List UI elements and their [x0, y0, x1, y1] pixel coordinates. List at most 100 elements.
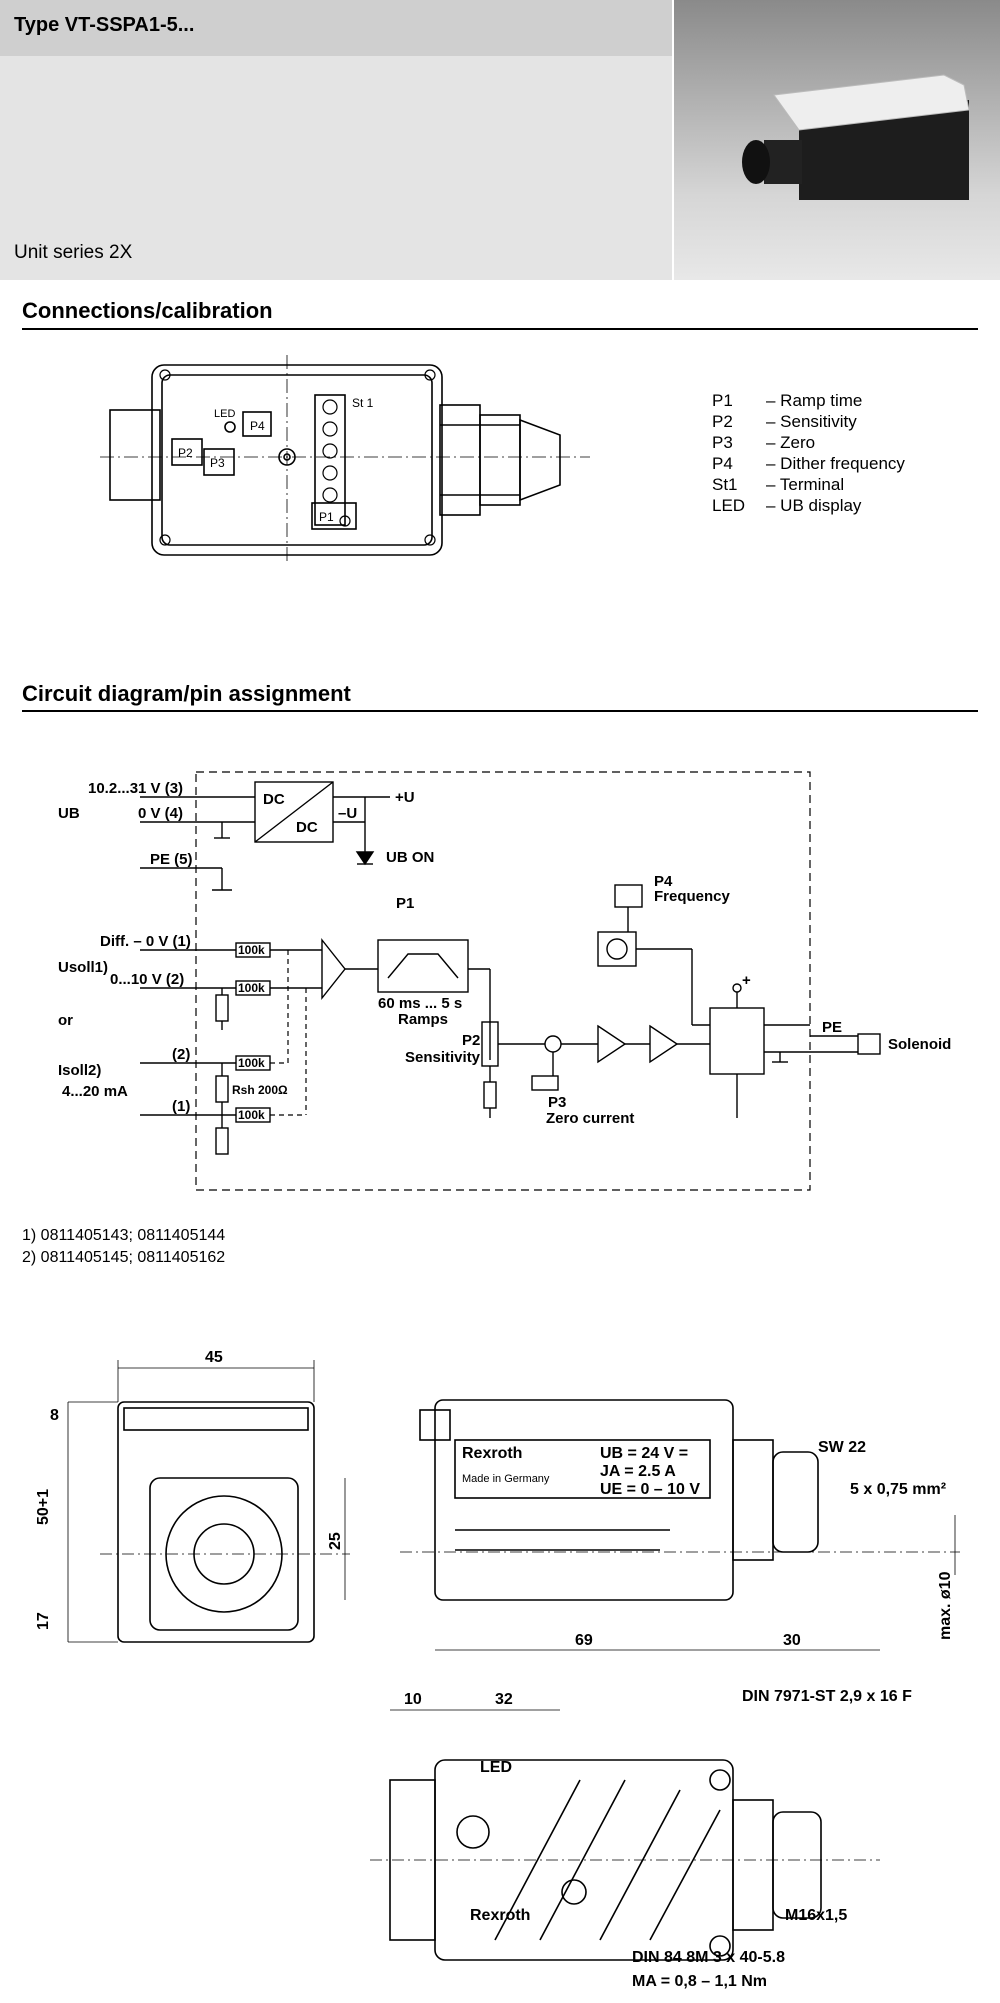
solenoid-coil	[857, 1033, 881, 1055]
product-type-title: Type VT-SSPA1-5...	[14, 14, 195, 36]
p2-pot	[171, 438, 203, 466]
sw22-label: SW 22	[818, 1439, 866, 1456]
ue-rating: UE = 0 – 10 V	[600, 1481, 700, 1498]
footnote-1: 1) 0811405143; 0811405144	[22, 1227, 226, 1244]
plus-u-label: +U	[395, 789, 415, 806]
pe-label: PE (5)	[150, 851, 193, 868]
header-left-panel: Type VT-SSPA1-5... Unit series 2X	[0, 0, 672, 280]
legend-item: P2– Sensitivity	[712, 412, 857, 431]
legend-item: P3– Zero	[712, 433, 816, 452]
front-view-body	[117, 1401, 315, 1643]
top-gland	[772, 1811, 822, 1919]
dim-32: 32	[495, 1691, 513, 1708]
gland-body	[439, 404, 481, 516]
pin2-label: (2)	[172, 1046, 190, 1063]
dim-50: 50+1	[35, 1489, 52, 1525]
p1-label: P1	[396, 895, 414, 912]
legend-item: P1– Ramp time	[712, 391, 863, 410]
side-gland	[772, 1451, 819, 1553]
amplifier-1	[597, 1024, 627, 1064]
dim-45: 45	[205, 1349, 223, 1366]
amplifier-2	[649, 1024, 679, 1064]
p1-pot	[311, 502, 357, 530]
legend-item: P4– Dither frequency	[712, 454, 905, 473]
legend-item: St1– Terminal	[712, 475, 845, 494]
oscillator	[597, 931, 637, 967]
amplifier-cover	[773, 74, 970, 131]
board-p3-label: P3	[210, 456, 225, 470]
legend-item: LED– UB display	[712, 496, 862, 515]
diff-input-label: Diff. – 0 V (1)	[100, 933, 191, 950]
output-stage	[709, 1007, 765, 1075]
gland-cap	[519, 418, 561, 502]
p2-label: P2	[462, 1032, 480, 1049]
p3-pot	[203, 448, 235, 476]
board-drawing: LED P4 P2 P3 St 1 P1	[100, 355, 590, 565]
board-p1-label: P1	[319, 510, 334, 524]
tightening-torque-label: MA = 0,8 – 1,1 Nm	[632, 1973, 767, 1990]
circuit-title: Circuit diagram/pin assignment	[22, 681, 351, 706]
circuit-diagram: 10.2...31 V (3) 0 V (4) UB PE (5) DC DC …	[58, 771, 951, 1191]
side-view-body	[434, 1399, 734, 1601]
ramp-generator	[377, 939, 469, 993]
dim-69: 69	[575, 1632, 593, 1649]
dim-25: 25	[327, 1532, 344, 1550]
dc-top-label: DC	[263, 791, 285, 808]
connections-rule	[22, 328, 978, 330]
resistor-100k-label: 100k	[238, 1056, 265, 1070]
usoll-label: Usoll1)	[58, 959, 108, 976]
product-photo-drawing	[742, 74, 970, 200]
footnote-2: 2) 0811405145; 0811405162	[22, 1249, 226, 1266]
header-title-bar	[0, 0, 672, 56]
dim-17: 17	[35, 1612, 52, 1630]
zero-current-label: Zero current	[546, 1110, 634, 1127]
housing-left-stub	[109, 409, 161, 501]
cable-gland	[764, 140, 802, 184]
ub-rating: UB = 24 V =	[600, 1445, 688, 1462]
dim-30: 30	[783, 1632, 801, 1649]
side-view-label-plate	[454, 1439, 711, 1499]
page-header: Type VT-SSPA1-5... Unit series 2X	[0, 0, 1000, 280]
brand-label-top: Rexroth	[470, 1907, 530, 1924]
dim-10: 10	[404, 1691, 422, 1708]
terminal-block-st1	[314, 394, 346, 526]
din7971-label: DIN 7971-ST 2,9 x 16 F	[742, 1688, 912, 1705]
p4-pot	[242, 411, 272, 437]
board-st1-label: St 1	[352, 396, 374, 410]
ramps-label: Ramps	[398, 1011, 448, 1028]
dc-bottom-label: DC	[296, 819, 318, 836]
summing-junction	[544, 1035, 562, 1053]
resistor-100k-label: 100k	[238, 943, 265, 957]
brand-label: Rexroth	[462, 1445, 522, 1462]
connections-title: Connections/calibration	[22, 298, 273, 323]
dim-8: 8	[50, 1407, 59, 1424]
pin1-label: (1)	[172, 1098, 190, 1115]
p4-frequency-pot	[614, 884, 643, 908]
voltage-range-label: 0...10 V (2)	[110, 971, 184, 988]
board-led-label: LED	[214, 408, 235, 420]
p3-zero-pot	[531, 1075, 559, 1091]
ub-label: UB	[58, 805, 80, 822]
cable-label: 5 x 0,75 mm²	[850, 1481, 946, 1498]
unit-series: Unit series 2X	[14, 242, 133, 263]
din84-label: DIN 84 8M 3 x 40-5.8	[632, 1949, 785, 1966]
housing-outline	[151, 364, 443, 556]
zero-volt-label: 0 V (4)	[138, 805, 183, 822]
sensitivity-label: Sensitivity	[405, 1049, 481, 1066]
made-in-label: Made in Germany	[462, 1473, 550, 1485]
led-label: LED	[480, 1759, 512, 1776]
product-photo	[674, 0, 1000, 280]
pe-out-label: PE	[822, 1019, 842, 1036]
p4-label: P4	[654, 873, 673, 890]
supply-voltage-label: 10.2...31 V (3)	[88, 780, 183, 797]
circuit-rule	[22, 710, 978, 712]
calibration-legend: P1– Ramp time P2– Sensitivity P3– Zero P…	[712, 390, 905, 516]
minus-u-label: –U	[338, 805, 357, 822]
gland-nut	[742, 140, 770, 184]
solenoid-label: Solenoid	[888, 1036, 951, 1053]
ja-rating: JA = 2.5 A	[600, 1463, 676, 1480]
board-p4-label: P4	[250, 419, 265, 433]
circuit-boundary	[195, 771, 811, 1191]
current-range-label: 4...20 mA	[62, 1083, 128, 1100]
shunt-resistor-label: Rsh 200Ω	[232, 1083, 288, 1097]
